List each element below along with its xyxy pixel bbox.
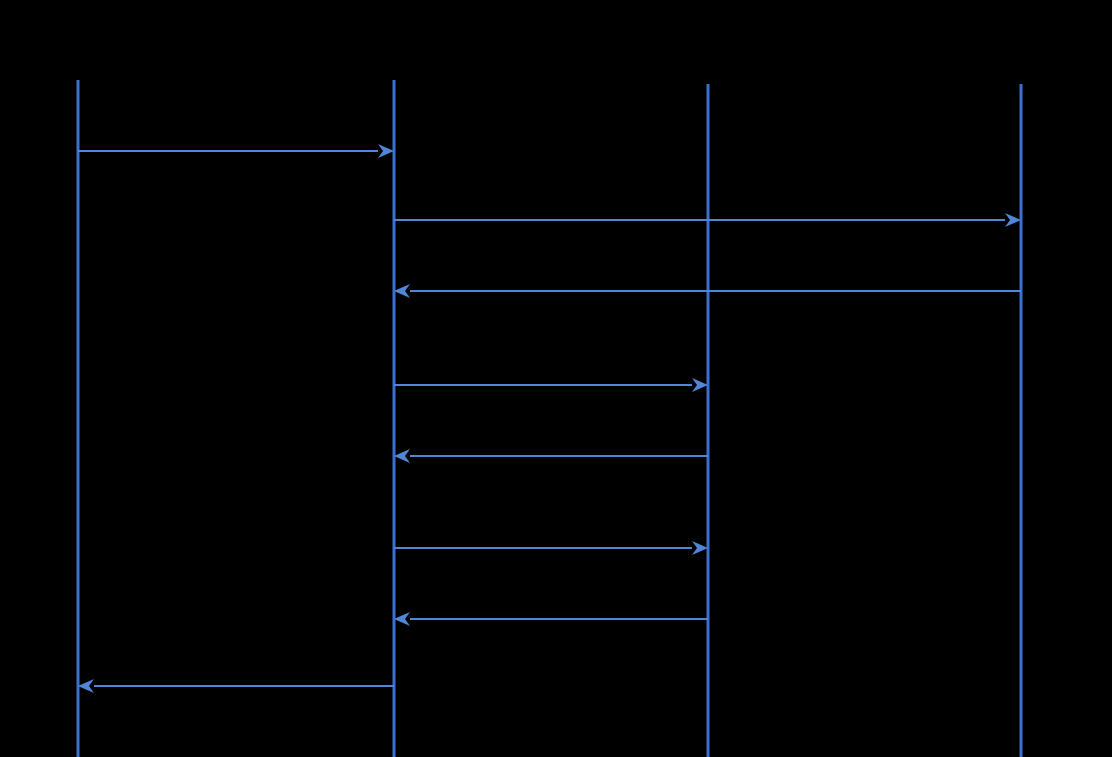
message-7[interactable] xyxy=(394,612,708,626)
message-arrowhead xyxy=(692,378,708,392)
message-arrowhead xyxy=(394,284,410,298)
message-4[interactable] xyxy=(394,378,708,392)
message-arrowhead xyxy=(1005,213,1021,227)
message-6[interactable] xyxy=(394,541,708,555)
message-arrowhead xyxy=(394,449,410,463)
message-arrowhead xyxy=(78,679,94,693)
messages-group xyxy=(78,144,1021,693)
message-3[interactable] xyxy=(394,284,1021,298)
message-1[interactable] xyxy=(78,144,394,158)
message-2[interactable] xyxy=(394,213,1021,227)
message-arrowhead xyxy=(692,541,708,555)
lifelines-group xyxy=(76,80,1023,757)
message-8[interactable] xyxy=(78,679,394,693)
message-arrowhead xyxy=(394,612,410,626)
message-5[interactable] xyxy=(394,449,708,463)
message-arrowhead xyxy=(378,144,394,158)
